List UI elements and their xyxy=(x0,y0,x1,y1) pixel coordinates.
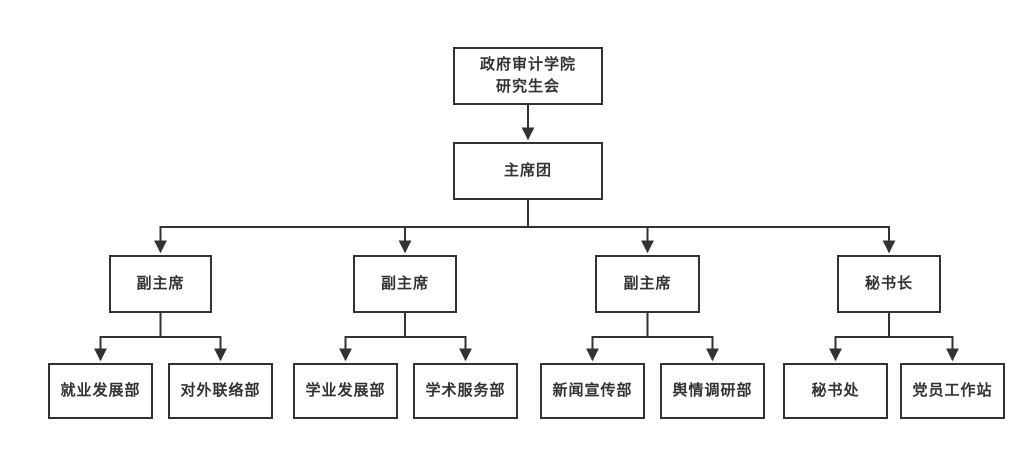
node-vice-chair-2: 副主席 xyxy=(353,255,457,313)
node-dept-party-member-workstation: 党员工作站 xyxy=(900,363,1005,419)
node-presidium: 主席团 xyxy=(453,142,603,200)
node-dept-external-liaison: 对外联络部 xyxy=(168,363,273,419)
node-dept-public-opinion-research: 舆情调研部 xyxy=(660,363,765,419)
node-dept-academic-development: 学业发展部 xyxy=(293,363,398,419)
node-dept-secretariat: 秘书处 xyxy=(783,363,888,419)
node-dept-employment-development: 就业发展部 xyxy=(48,363,153,419)
node-secretary-general: 秘书长 xyxy=(837,255,941,313)
node-dept-academic-services: 学术服务部 xyxy=(413,363,518,419)
node-dept-news-publicity: 新闻宣传部 xyxy=(540,363,645,419)
node-vice-chair-3: 副主席 xyxy=(595,255,700,313)
node-root: 政府审计学院 研究生会 xyxy=(453,47,603,105)
node-vice-chair-1: 副主席 xyxy=(109,255,212,313)
